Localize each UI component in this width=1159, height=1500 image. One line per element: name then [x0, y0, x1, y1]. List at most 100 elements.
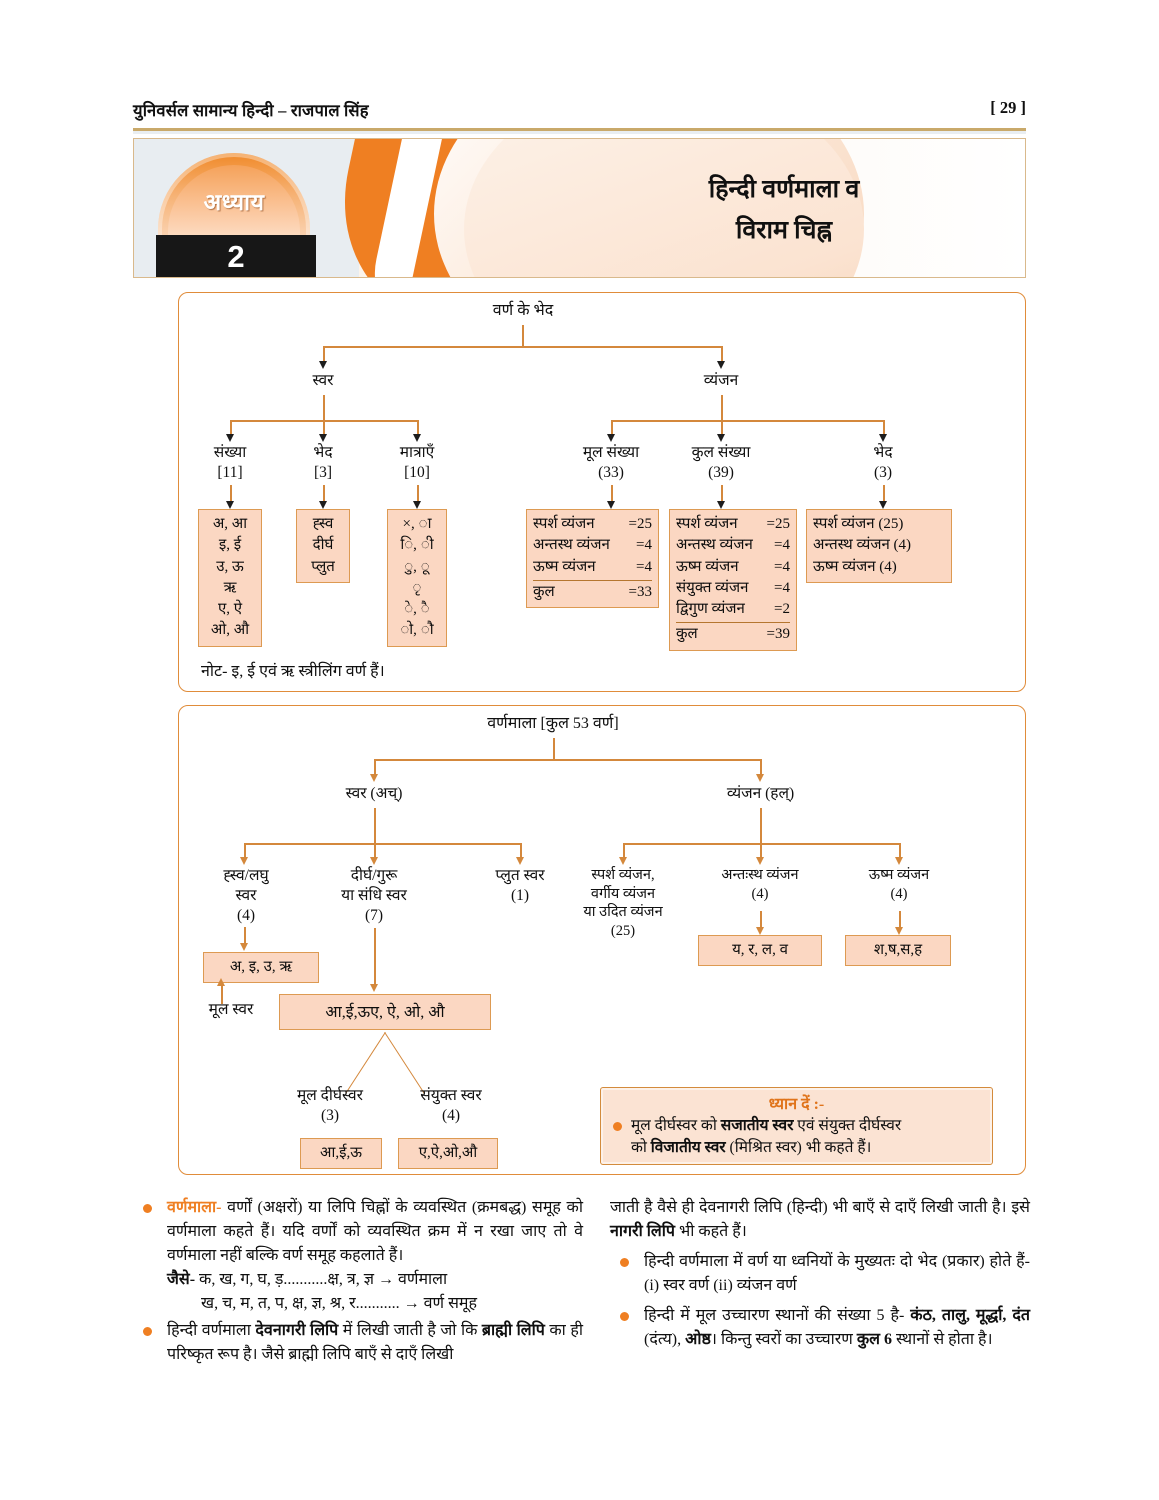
- box-mool-sankhya-r1: अन्तस्थ व्यंजन =4: [533, 535, 652, 556]
- bullet-dot-icon: [620, 1312, 629, 1321]
- d2-conn-vb: [760, 843, 762, 859]
- box-swar-bhed-r2: प्लुत: [311, 558, 335, 575]
- box-kul-sankhya-r3-val: =4: [774, 579, 790, 596]
- d2-stem-ushma: [899, 911, 901, 929]
- d2-stem-dirgha: [374, 928, 376, 986]
- devanagari-lipi-term: देवनागरी लिपि: [255, 1322, 339, 1339]
- d2-conn-swar-span: [244, 843, 520, 845]
- d2-arrow-antastha: [756, 927, 764, 935]
- d2-branch-swar: स्वर (अच्): [345, 785, 403, 802]
- jaise-label: जैसे-: [167, 1271, 196, 1288]
- box-kul-sankhya-r2: ऊष्म व्यंजन =4: [676, 557, 790, 578]
- d1-arrow-swar: [319, 361, 327, 369]
- box-antastha: य, र, ल, व: [698, 935, 822, 967]
- d2-vy-child-0-l3: या उदित व्यंजन: [583, 904, 663, 921]
- box-kul-sankhya-divider: [676, 622, 790, 624]
- box-mool-sankhya-total-val: =33: [628, 583, 652, 600]
- box-hrasva-swar: अ, इ, उ, ऋ: [203, 952, 319, 984]
- d1-arrow-v3: [879, 434, 887, 442]
- d1-stem-v3: [883, 485, 885, 503]
- continuation-text-1: जाती है वैसे ही देवनागरी लिपि (हिन्दी) भ…: [610, 1199, 1030, 1216]
- uchcharan-text-2: (दंत्य),: [644, 1331, 686, 1348]
- box-swar-sankhya-r3: ऋ: [223, 579, 237, 596]
- d2-vy-child-2-l1: ऊष्म व्यंजन: [868, 867, 930, 883]
- d1-stem-v1: [611, 485, 613, 503]
- box-kul-sankhya-r3: संयुक्त व्यंजन =4: [676, 578, 790, 599]
- d2-conn-sa: [244, 843, 246, 859]
- dhyan-den-box: ध्यान दें :- मूल दीर्घस्वर को सजातीय स्व…: [600, 1087, 993, 1165]
- d2-conn-va: [623, 843, 625, 859]
- d2-swar-child-2: प्लुत स्वर (1): [466, 866, 574, 906]
- box-mool-sankhya-r2-name: ऊष्म व्यंजन: [533, 558, 596, 575]
- d2-vy-child-0-l2: वर्गीय व्यंजन: [590, 885, 656, 902]
- d2-conn-root-down: [553, 738, 555, 760]
- d2-arrow-sa: [240, 857, 248, 865]
- d1-arrow-v2: [717, 434, 725, 442]
- d1-arrow-s3: [413, 434, 421, 442]
- varnamala-example-line1: क, ख, ग, घ, ड़...........क्ष, त्र, ज्ञ →…: [195, 1271, 448, 1288]
- box-swar-sankhya-r4: ए, ऐ: [217, 601, 243, 618]
- d1-swar-child-0: संख्या [11]: [185, 443, 275, 483]
- d2-arrow-hrasva: [240, 943, 248, 951]
- box-swar-matra-r1: ि, ी: [400, 537, 434, 554]
- box-kul-sankhya-r1: अन्तस्थ व्यंजन =4: [676, 535, 790, 556]
- box-swar-bhed: ह्स्व दीर्घ प्लुत: [296, 509, 350, 583]
- box-kul-sankhya-r2-val: =4: [774, 558, 790, 575]
- d1-conn-vy-down: [721, 395, 723, 421]
- diagram-varna-ke-bhed: वर्ण के भेद स्वर व्यंजन संख्या [11] भेद …: [178, 292, 1026, 692]
- d2-sub-left-count: (3): [320, 1106, 340, 1124]
- d2-stem-antastha: [760, 911, 762, 929]
- devanagari-text-1: हिन्दी वर्णमाला: [167, 1322, 256, 1339]
- box-swar-sankhya-r5: ओ, औ: [210, 622, 250, 639]
- box-kul-sankhya-r2-name: ऊष्म व्यंजन: [676, 558, 739, 575]
- d1-conn-s1: [230, 420, 232, 436]
- d2-arrow-sb: [370, 857, 378, 865]
- box-swar-bhed-r1: दीर्घ: [312, 537, 334, 554]
- box-kul-sankhya-r0-val: =25: [766, 516, 790, 532]
- d1-arrow-box-v1: [607, 501, 615, 509]
- d1-stem-v2: [721, 485, 723, 503]
- d1-vy-child-0-label: मूल संख्या: [582, 444, 640, 461]
- box-mool-sankhya-r0-val: =25: [628, 516, 652, 532]
- page-header: युनिवर्सल सामान्य हिन्दी – राजपाल सिंह […: [133, 98, 1026, 128]
- uchcharan-sthan-list: कंठ, तालु, मूर्द्धा, दंत: [910, 1307, 1031, 1324]
- box-kul-sankhya-total-name: कुल: [676, 626, 698, 643]
- d1-conn-root-span: [323, 346, 722, 348]
- do-bhed-text: हिन्दी वर्णमाला में वर्ण या ध्वनियों के …: [644, 1253, 1030, 1294]
- d2-swar-child-1-l1: दीर्घ/गुरू: [350, 867, 398, 884]
- box-swar-sankhya-r2: उ, ऊ: [216, 558, 244, 575]
- d1-stem-s2: [323, 485, 325, 503]
- d2-vy-child-0: स्पर्श व्यंजन, वर्गीय व्यंजन या उदित व्य…: [555, 866, 691, 940]
- d2-sub-right-count: (4): [441, 1106, 461, 1124]
- d2-arrow-va: [619, 857, 627, 865]
- box-kul-sankhya-r4-name: द्विगुण व्यंजन: [676, 601, 745, 618]
- page-number: [ 29 ]: [990, 98, 1026, 117]
- box-mool-sankhya-r1-val: =4: [636, 537, 652, 554]
- d1-arrow-s1: [226, 434, 234, 442]
- d2-arrow-vb: [756, 857, 764, 865]
- d1-arrow-box-s1: [226, 501, 234, 509]
- d1-conn-swar-down: [323, 395, 325, 421]
- header-rule: [133, 128, 1026, 131]
- d1-vy-child-1-count: (39): [708, 463, 734, 481]
- d1-arrow-box-v3: [879, 501, 887, 509]
- uchcharan-text-3: । किन्तु स्वरों का उच्चारण: [710, 1331, 857, 1348]
- d1-swar-child-1-label: भेद: [313, 444, 333, 461]
- d2-swar-child-2-l1: प्लुत स्वर: [495, 867, 545, 884]
- d2-conn-sb: [374, 843, 376, 859]
- d2-root-label: वर्णमाला [कुल 53 वर्ण]: [487, 715, 619, 732]
- box-mool-sankhya-r2: ऊष्म व्यंजन =4: [533, 557, 652, 578]
- d2-sub-left-label: मूल दीर्घस्वर: [296, 1087, 364, 1104]
- continuation-paragraph: जाती है वैसे ही देवनागरी लिपि (हिन्दी) भ…: [610, 1196, 1030, 1244]
- d2-vy-child-1-l1: अन्तःस्थ व्यंजन: [721, 867, 799, 883]
- varnamala-definition: वर्णों (अक्षरों) या लिपि चिह्नों के व्यव…: [167, 1199, 583, 1264]
- box-swar-matra-r4: े, ै: [404, 601, 430, 618]
- book-title: युनिवर्सल सामान्य हिन्दी – राजपाल सिंह: [133, 101, 369, 120]
- d1-conn-v2: [721, 420, 723, 436]
- d1-note: नोट- इ, ई एवं ऋ स्त्रीलिंग वर्ण हैं।: [201, 663, 385, 680]
- nagari-lipi-term: नागरी लिपि: [610, 1223, 675, 1240]
- box-kul-sankhya-r0-name: स्पर्श व्यंजन: [676, 516, 738, 532]
- box-swar-matra: ×, ा ि, ी ु, ू ृ े, ै ो, ौ: [387, 509, 447, 647]
- d2-vy-child-1-count: (4): [751, 885, 769, 902]
